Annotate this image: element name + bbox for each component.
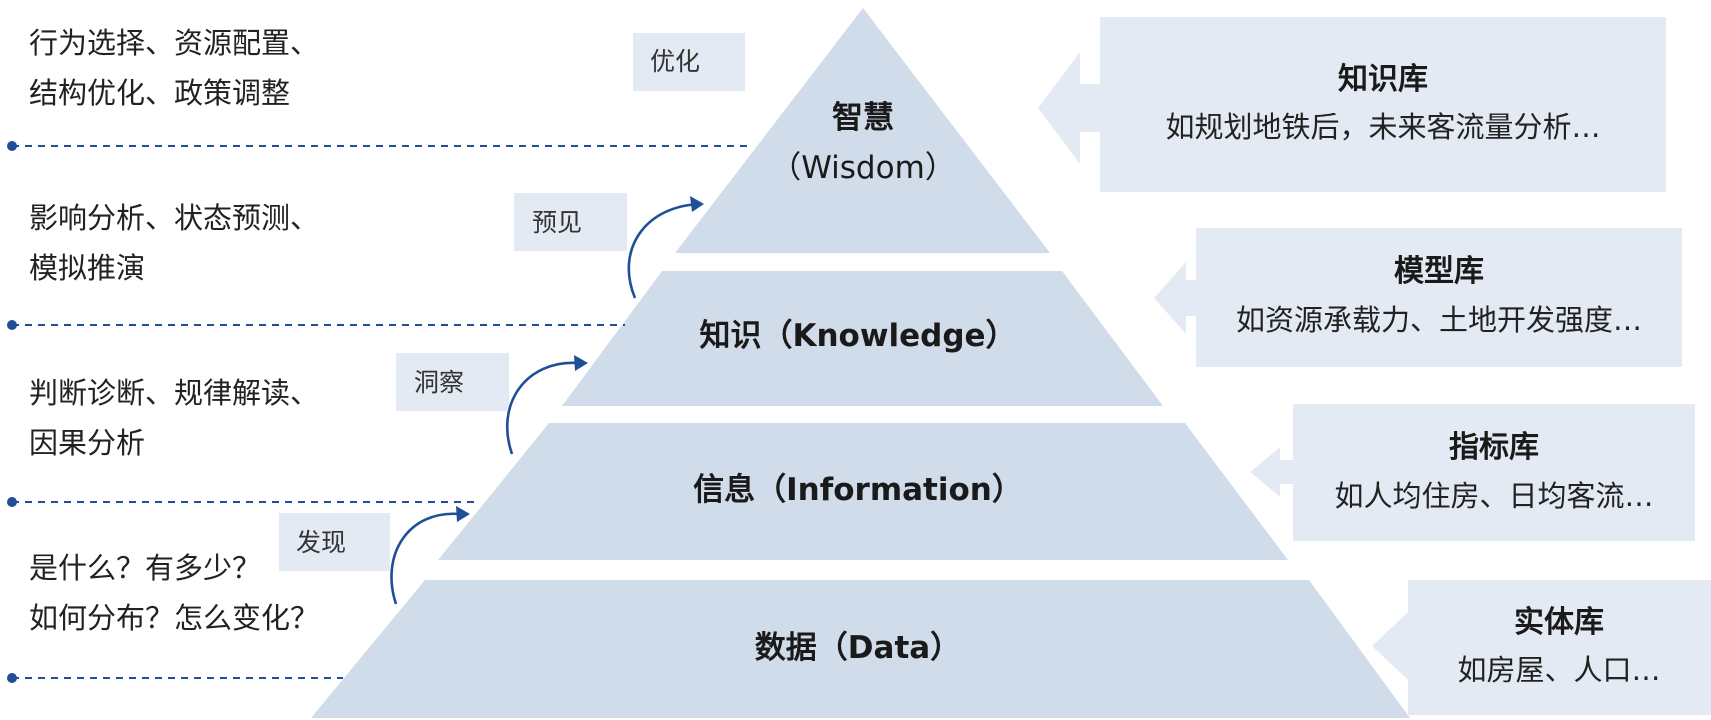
entity-lib-arrow [1372, 612, 1408, 680]
knowledge-lib-box [1100, 17, 1666, 192]
entity-lib-desc: 如房屋、人口… [1457, 653, 1660, 687]
information-label: 信息（Information） [693, 472, 1023, 508]
information-desc-line2: 因果分析 [29, 426, 145, 460]
tag-foresee-box [514, 193, 627, 251]
wisdom-label: 智慧 [832, 100, 894, 136]
wisdom-desc-line1: 行为选择、资源配置、 [29, 26, 319, 60]
indicator-lib-arrow [1250, 447, 1293, 497]
knowledge-lib-title: 知识库 [1338, 62, 1428, 97]
pyramid-level-data [311, 580, 1410, 718]
arrowhead-information [456, 506, 470, 522]
arrow-to-information [390, 512, 461, 605]
wisdom-desc-line2: 结构优化、政策调整 [29, 76, 290, 110]
tag-insight: 洞察 [414, 368, 464, 397]
data-label: 数据（Data） [755, 630, 961, 666]
data-desc-line2: 如何分布？怎么变化？ [29, 601, 319, 635]
arrowhead-wisdom [690, 196, 704, 212]
indicator-lib-desc: 如人均住房、日均客流… [1334, 479, 1653, 513]
knowledge-desc-line2: 模拟推演 [29, 251, 145, 285]
data-desc-line1: 是什么？有多少？ [29, 551, 261, 585]
pyramid-level-wisdom [675, 8, 1050, 253]
arrow-to-wisdom [627, 202, 703, 299]
arrow-to-knowledge [506, 361, 579, 455]
knowledge-lib-arrow [1038, 52, 1100, 164]
arrowhead-knowledge [574, 355, 588, 371]
model-lib-title: 模型库 [1394, 254, 1484, 289]
wisdom-label-en: （Wisdom） [770, 150, 956, 186]
pyramid-level-information [438, 423, 1288, 560]
knowledge-lib-desc: 如规划地铁后，未来客流量分析… [1165, 110, 1600, 144]
tag-optimize-box [633, 33, 745, 91]
indicator-lib-title: 指标库 [1449, 430, 1539, 465]
information-desc-line1: 判断诊断、规律解读、 [29, 376, 319, 410]
tag-optimize: 优化 [650, 47, 700, 76]
pyramid-level-knowledge [562, 271, 1163, 406]
entity-lib-title: 实体库 [1514, 605, 1604, 640]
model-lib-box [1196, 228, 1682, 367]
knowledge-label: 知识（Knowledge） [699, 318, 1016, 354]
tag-discover: 发现 [296, 528, 346, 557]
indicator-lib-box [1293, 404, 1695, 541]
knowledge-desc-line1: 影响分析、状态预测、 [29, 201, 319, 235]
tag-insight-box [396, 353, 509, 411]
entity-lib-box [1408, 580, 1711, 715]
model-lib-desc: 如资源承载力、土地开发强度… [1236, 303, 1642, 337]
tag-foresee: 预见 [532, 208, 582, 237]
tag-discover-box [279, 513, 390, 571]
model-lib-arrow [1154, 262, 1196, 334]
